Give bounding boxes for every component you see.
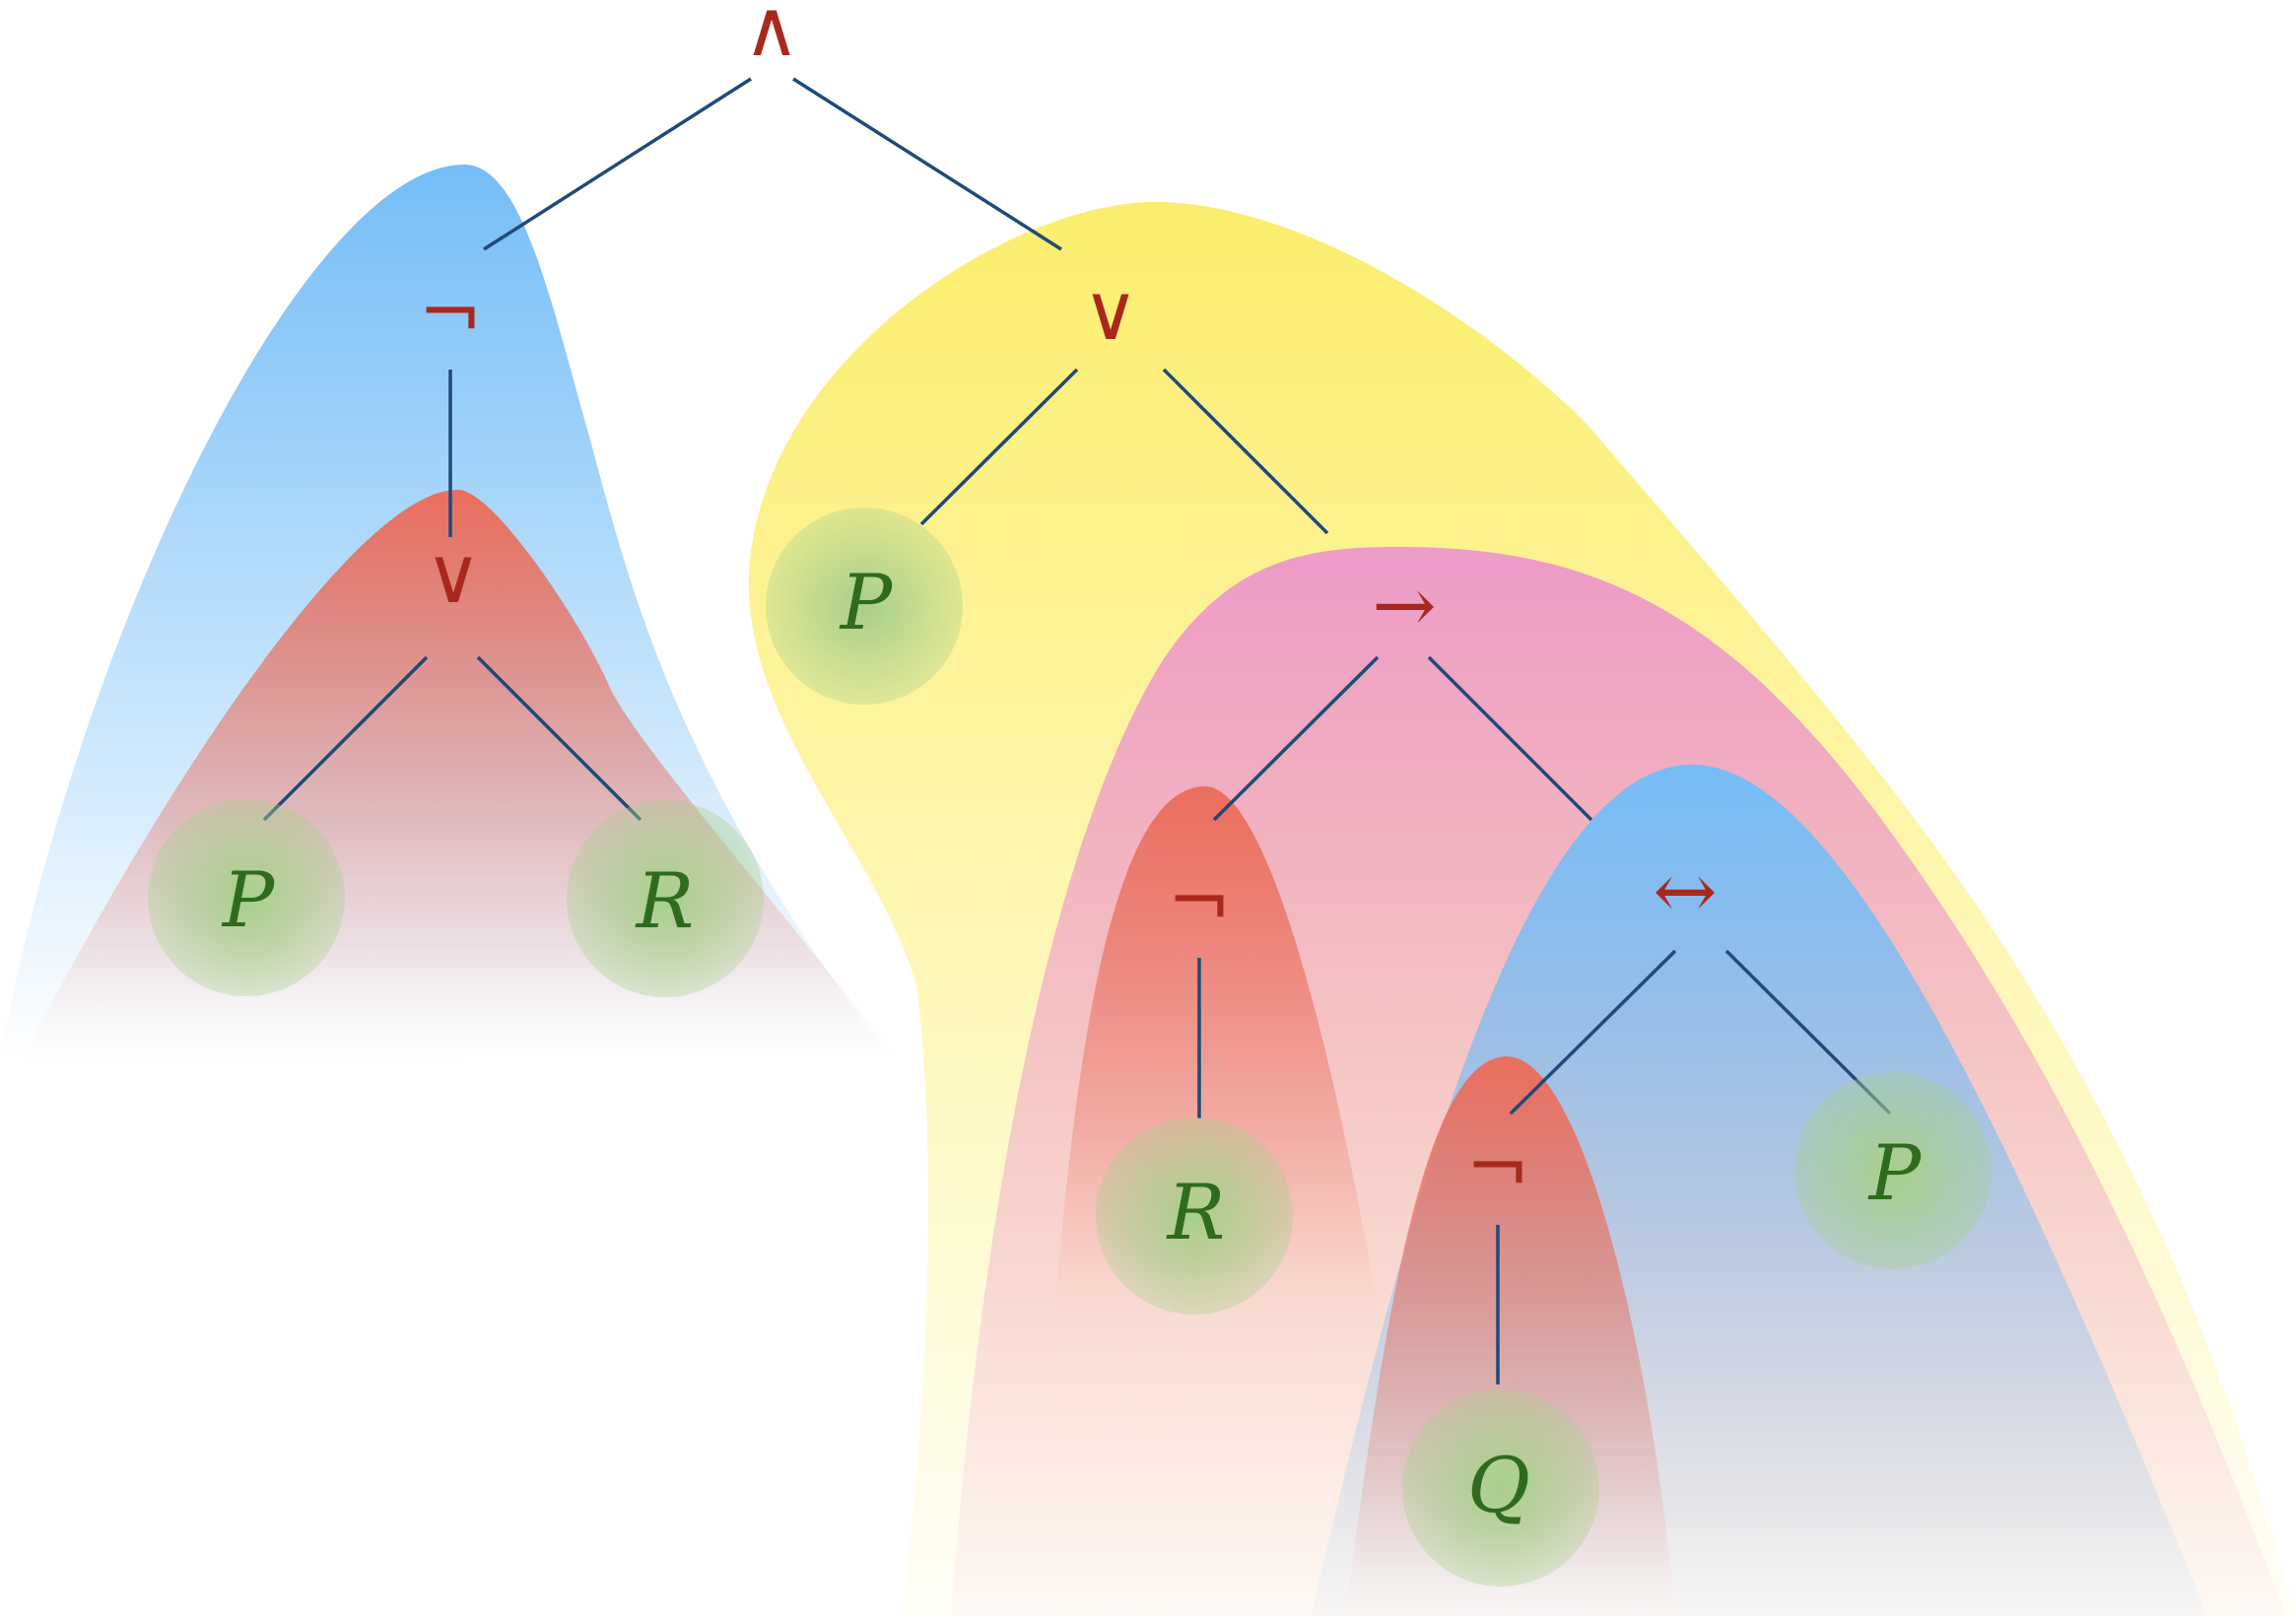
left-disjunction-symbol: ∨ [425, 532, 481, 621]
tree-edges [262, 77, 1892, 1385]
edge-implication-biconditional [1427, 655, 1593, 822]
leaf-right-p-label: P [1867, 1129, 1923, 1218]
biconditional-symbol: ↔ [1653, 847, 1717, 936]
leaf-q-circle [1402, 1389, 1599, 1587]
leaf-impl-r-label: R [1166, 1169, 1226, 1257]
leaf-left-p-label: P [221, 856, 276, 945]
leaf-mid-p-label: P [839, 559, 894, 647]
impl-negation-symbol: ¬ [1167, 857, 1231, 946]
edge-biconditional-negation [1509, 949, 1677, 1115]
left-negation-symbol: ¬ [418, 269, 482, 358]
bicond-negation-symbol: ¬ [1465, 1123, 1529, 1212]
leaf-left-r-label: R [635, 857, 695, 946]
edge-root-left [483, 77, 752, 251]
edge-disjunction-left-r [476, 655, 642, 822]
edge-disjunction-left-p [262, 655, 429, 822]
implication-symbol: → [1372, 562, 1436, 650]
edge-root-right [792, 77, 1062, 251]
right-disjunction-symbol: ∨ [1082, 269, 1138, 358]
edge-right-disj-p [919, 368, 1079, 526]
leaf-left-r-circle [567, 800, 764, 997]
leaf-mid-p-circle [766, 507, 963, 705]
root-conjunction-symbol: ∧ [743, 0, 799, 74]
leaf-left-p-circle [148, 799, 345, 996]
edge-right-disj-implication [1162, 368, 1329, 535]
leaf-impl-r-circle [1096, 1117, 1293, 1315]
leaf-q-label: Q [1467, 1442, 1530, 1530]
leaf-right-p-circle [1794, 1072, 1992, 1269]
edge-implication-negation [1212, 655, 1380, 822]
